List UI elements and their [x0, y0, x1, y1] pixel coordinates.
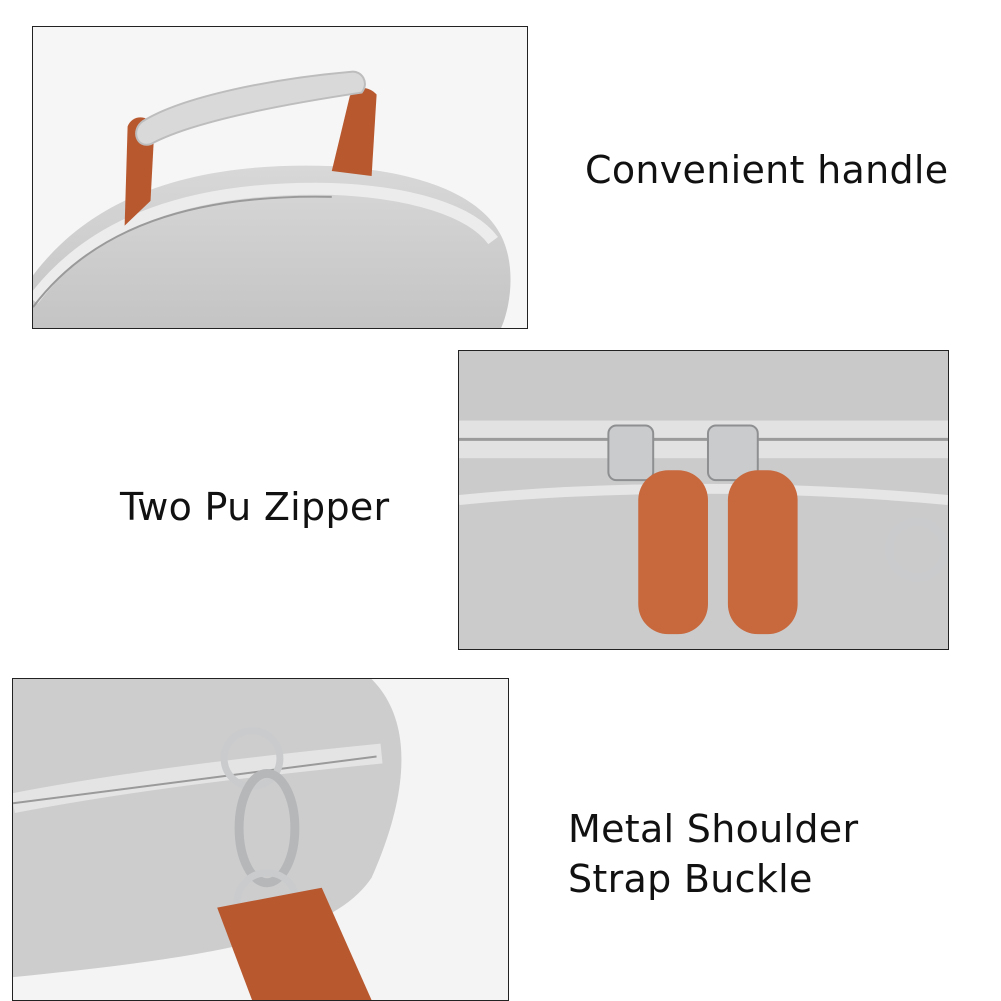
- caption-convenient-handle: Convenient handle: [585, 148, 949, 192]
- buckle-photo: [12, 678, 509, 1001]
- caption-line-1: Metal Shoulder: [568, 807, 859, 851]
- zipper-photo: [458, 350, 949, 650]
- caption-line-2: Strap Buckle: [568, 857, 813, 901]
- handle-photo: [32, 26, 528, 329]
- caption-two-pu-zipper: Two Pu Zipper: [120, 485, 390, 529]
- caption-metal-shoulder-strap-buckle: Metal Shoulder Strap Buckle: [568, 804, 858, 904]
